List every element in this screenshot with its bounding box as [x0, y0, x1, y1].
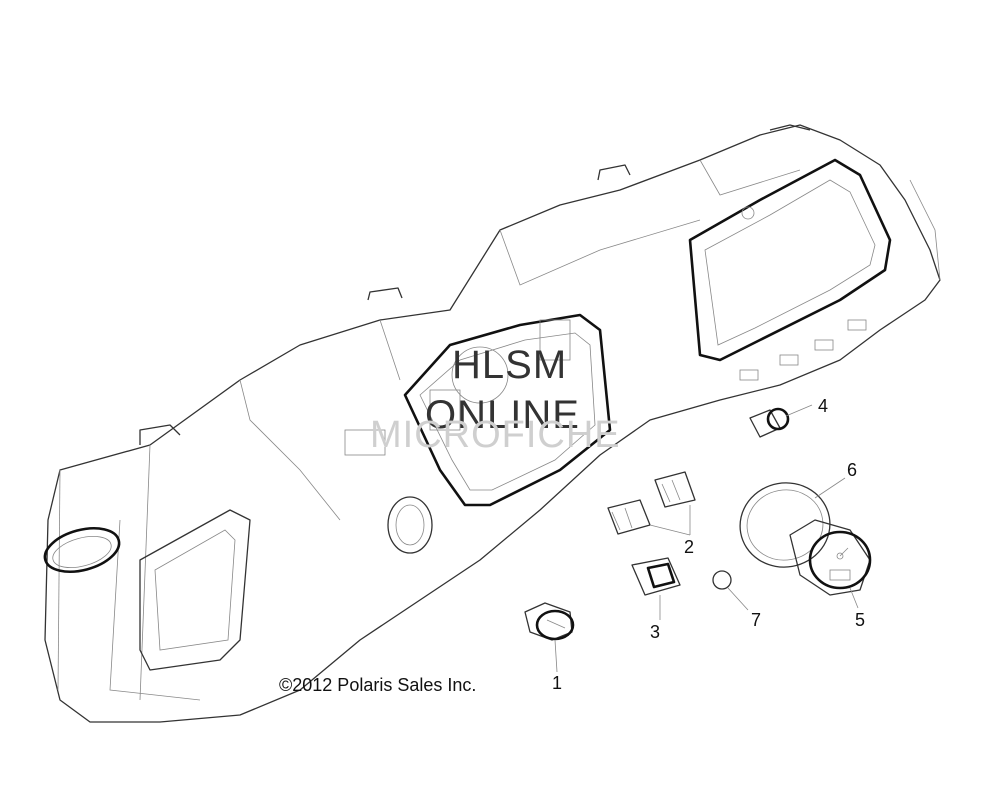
dashboard-body	[44, 124, 941, 723]
part-4-indicator-lamp	[749, 404, 813, 438]
left-vent	[43, 527, 121, 573]
part-3-switch	[631, 557, 681, 620]
part-6-gauge-ring	[739, 477, 846, 568]
mounting-tabs	[139, 124, 811, 445]
callout-7: 7	[751, 610, 762, 630]
switch-blank-row	[739, 319, 867, 381]
part-5-gauge	[789, 519, 872, 609]
part-1-ignition-switch	[524, 602, 575, 673]
copyright-notice: ©2012 Polaris Sales Inc.	[279, 675, 477, 695]
callout-4: 4	[818, 396, 829, 416]
callout-1: 1	[552, 673, 563, 693]
left-storage-cavity	[139, 509, 251, 671]
callout-5: 5	[855, 610, 866, 630]
callout-6: 6	[847, 460, 858, 480]
part-7-plug	[712, 570, 749, 611]
callout-3: 3	[650, 622, 661, 642]
watermark-line-1: HLSM	[452, 343, 568, 387]
part-2-rocker-switches	[607, 471, 696, 536]
watermark-line-2: ONLINE	[425, 393, 580, 437]
right-storage-cavity	[688, 158, 892, 362]
callout-2: 2	[684, 537, 695, 557]
watermark-line-3: MICROFICHE	[370, 414, 621, 456]
cup-holder	[344, 429, 433, 554]
instrument-cluster-bezel	[403, 313, 612, 507]
